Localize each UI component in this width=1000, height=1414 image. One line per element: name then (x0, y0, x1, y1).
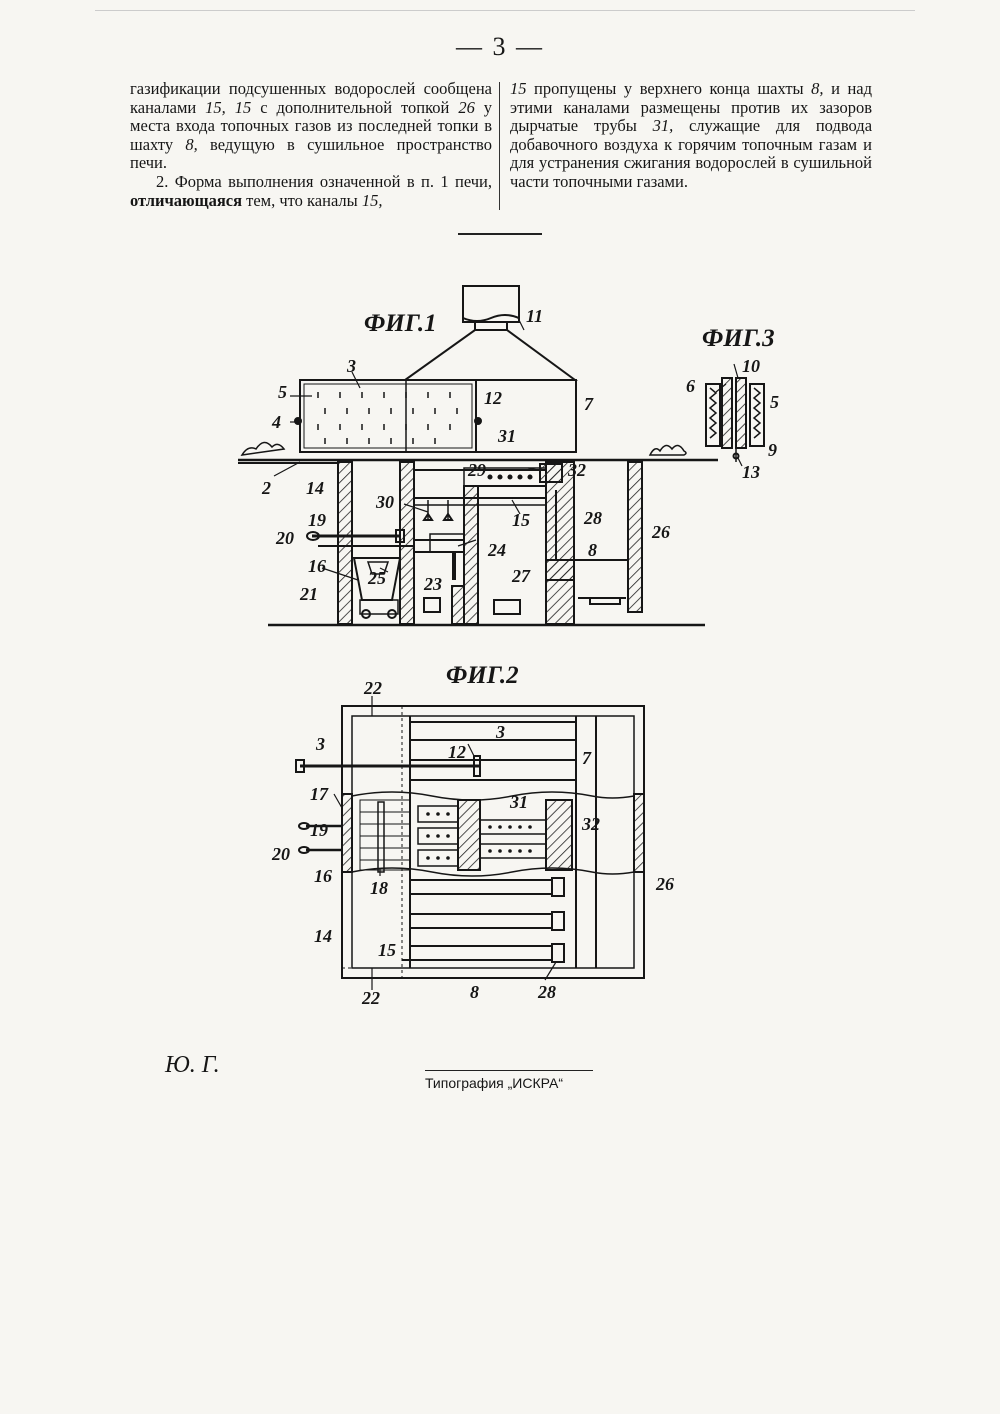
fig1-callout-15: 15 (512, 510, 530, 531)
fig1-callout-11: 11 (526, 306, 543, 327)
fig1-callout-23: 23 (424, 574, 442, 595)
fig2-callout-19: 19 (310, 820, 328, 841)
printer-imprint: Типография „ИСКРА“ (425, 1075, 563, 1091)
fig2-callout-26: 26 (656, 874, 674, 895)
fig2-callout-16: 16 (314, 866, 332, 887)
fig1-callout-8: 8 (588, 540, 597, 561)
fig2-callout-8: 8 (470, 982, 479, 1003)
fig3-label: ФИГ.3 (702, 325, 775, 353)
fig1-callout-2: 2 (262, 478, 271, 499)
fig3-callout-10: 10 (742, 356, 760, 377)
fig2-callout-12: 12 (448, 742, 466, 763)
fig1-callout-5: 5 (278, 382, 287, 403)
fig2-callout-31: 31 (510, 792, 528, 813)
fig2-callout-22-bottom: 22 (362, 988, 380, 1009)
fig1-callout-26: 26 (652, 522, 670, 543)
fig1-callout-27: 27 (512, 566, 530, 587)
fig1-callout-16: 16 (308, 556, 326, 577)
author-initials: Ю. Г. (165, 1052, 220, 1079)
fig1-callout-3: 3 (347, 356, 356, 377)
fig2-callout-20: 20 (272, 844, 290, 865)
fig2-callout-22-top: 22 (364, 678, 382, 699)
fig3-callout-13: 13 (742, 462, 760, 483)
fig2-label: ФИГ.2 (446, 662, 519, 690)
fig1-callout-32: 32 (568, 460, 586, 481)
fig1-callout-7: 7 (584, 394, 593, 415)
fig1-label: ФИГ.1 (364, 310, 437, 338)
fig2-callout-28: 28 (538, 982, 556, 1003)
fig3-callout-5: 5 (770, 392, 779, 413)
fig1-callout-12: 12 (484, 388, 502, 409)
fig2-callout-32: 32 (582, 814, 600, 835)
fig2-callout-3-left: 3 (316, 734, 325, 755)
fig1-callout-25: 25 (368, 568, 386, 589)
fig1-callout-14: 14 (306, 478, 324, 499)
fig3-callout-6: 6 (686, 376, 695, 397)
fig1-callout-28: 28 (584, 508, 602, 529)
fig2-callout-15: 15 (378, 940, 396, 961)
fig1-callout-30: 30 (376, 492, 394, 513)
fig1-callout-21: 21 (300, 584, 318, 605)
fig2-callout-3-top: 3 (496, 722, 505, 743)
fig1-callout-31: 31 (498, 426, 516, 447)
fig2-callout-7: 7 (582, 748, 591, 769)
fig1-callout-24: 24 (488, 540, 506, 561)
fig1-callout-4: 4 (272, 412, 281, 433)
fig2-callout-14: 14 (314, 926, 332, 947)
fig1-callout-19: 19 (308, 510, 326, 531)
fig3-callout-9: 9 (768, 440, 777, 461)
figure-3-drawing (706, 378, 764, 462)
printer-rule (425, 1070, 593, 1071)
fig1-callout-20: 20 (276, 528, 294, 549)
fig2-callout-18: 18 (370, 878, 388, 899)
fig1-callout-29: 29 (468, 460, 486, 481)
fig2-callout-17: 17 (310, 784, 328, 805)
